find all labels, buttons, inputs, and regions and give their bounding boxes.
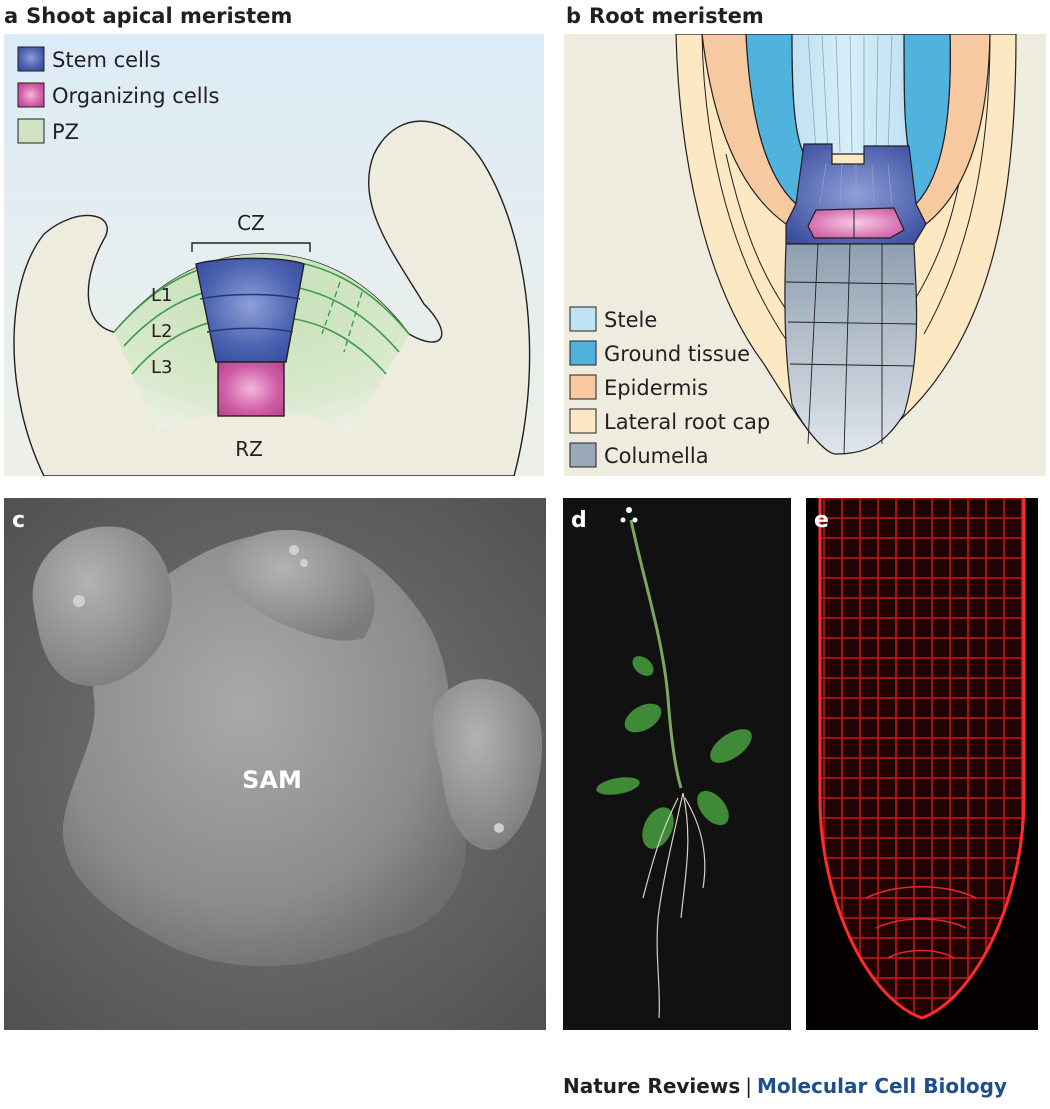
l1-label: L1 — [151, 285, 172, 306]
journal-name: Nature Reviews — [563, 1074, 741, 1098]
columella-cell-lines — [785, 243, 917, 455]
rz-arch — [154, 411, 349, 454]
legend-item-columella: Columella — [569, 442, 709, 468]
legend-item-ground-tissue: Ground tissue — [569, 340, 750, 366]
panel-b-diagram: Stele Ground tissue Epidermis Lateral ro… — [564, 34, 1046, 476]
journal-separator: | — [745, 1074, 752, 1098]
columella-tiers — [865, 886, 977, 959]
legend-item-epidermis: Epidermis — [569, 374, 708, 400]
dashed-division-lines — [321, 281, 363, 353]
panel-a-title-text: Shoot apical meristem — [26, 4, 293, 28]
legend-item-stele: Stele — [569, 306, 657, 332]
panel-a-title: a Shoot apical meristem — [4, 4, 292, 28]
stele — [791, 34, 910, 155]
panel-b-title: b Root meristem — [566, 4, 764, 28]
flower-buds — [620, 507, 638, 523]
legend-label-columella: Columella — [604, 444, 709, 468]
quiescent-center — [807, 207, 905, 239]
plant-roots — [642, 792, 706, 1019]
panel-b-letter: b — [566, 4, 582, 28]
rz-label: RZ — [235, 437, 263, 461]
legend-label-pz: PZ — [52, 120, 79, 144]
stem-cells-region — [195, 257, 305, 363]
sam-sem-svg: SAM — [4, 498, 546, 1030]
debris-specks — [73, 545, 504, 833]
panel-a-diagram: CZ L1 L2 L3 RZ Stem cells Organizing cel… — [4, 34, 544, 476]
journal-credit: Nature Reviews|Molecular Cell Biology — [563, 1074, 1007, 1098]
leaf-primordium-top — [221, 529, 375, 641]
plant-stem — [629, 519, 683, 789]
legend-label-epidermis: Epidermis — [604, 376, 708, 400]
legend-label-stem-cells: Stem cells — [52, 48, 161, 72]
panel-a-legend: Stem cells Organizing cells PZ — [17, 46, 219, 144]
panel-e-letter: e — [814, 508, 829, 533]
cz-label: CZ — [237, 211, 265, 235]
l3-label: L3 — [151, 357, 172, 378]
subjournal-name: Molecular Cell Biology — [756, 1074, 1008, 1098]
confocal-root-svg — [806, 498, 1038, 1030]
legend-label-lateral-root-cap: Lateral root cap — [604, 410, 770, 434]
panel-c-letter: c — [12, 508, 26, 533]
cz-bracket — [191, 242, 311, 252]
columella — [784, 243, 918, 455]
panel-d-plant-photo: d — [563, 498, 791, 1030]
panel-d-letter: d — [571, 508, 587, 533]
organizing-cells-region — [217, 361, 285, 417]
root-outline — [818, 498, 1026, 1020]
legend-label-organizing-cells: Organizing cells — [52, 84, 219, 108]
legend-item-stem-cells: Stem cells — [17, 46, 161, 72]
legend-label-ground-tissue: Ground tissue — [604, 342, 750, 366]
leaf-primordium-left — [32, 526, 172, 686]
panel-b-legend: Stele Ground tissue Epidermis Lateral ro… — [569, 306, 770, 468]
shoot-meristem-svg: CZ L1 L2 L3 RZ Stem cells Organizing cel… — [4, 34, 544, 476]
sam-label: SAM — [242, 766, 302, 794]
panel-e-confocal-root: e — [806, 498, 1038, 1030]
leaf-primordium-right — [432, 679, 543, 850]
legend-item-organizing-cells: Organizing cells — [17, 82, 219, 108]
root-stem-cell-lines — [819, 163, 893, 205]
panel-a-letter: a — [4, 4, 19, 28]
l2-label: L2 — [151, 321, 172, 342]
root-cell-grid — [820, 498, 1024, 1018]
rosette-leaves — [596, 656, 752, 849]
root-meristem-svg: Stele Ground tissue Epidermis Lateral ro… — [564, 34, 1046, 476]
panel-c-sem-image: SAM c — [4, 498, 546, 1030]
sam-dome — [62, 532, 466, 967]
stele-cell-files — [807, 34, 893, 153]
panel-b-title-text: Root meristem — [589, 4, 764, 28]
legend-item-pz: PZ — [17, 118, 79, 144]
arabidopsis-plant-svg — [563, 498, 791, 1030]
legend-label-stele: Stele — [604, 308, 657, 332]
legend-item-lateral-root-cap: Lateral root cap — [569, 408, 770, 434]
stem-cell-layers — [199, 293, 301, 333]
